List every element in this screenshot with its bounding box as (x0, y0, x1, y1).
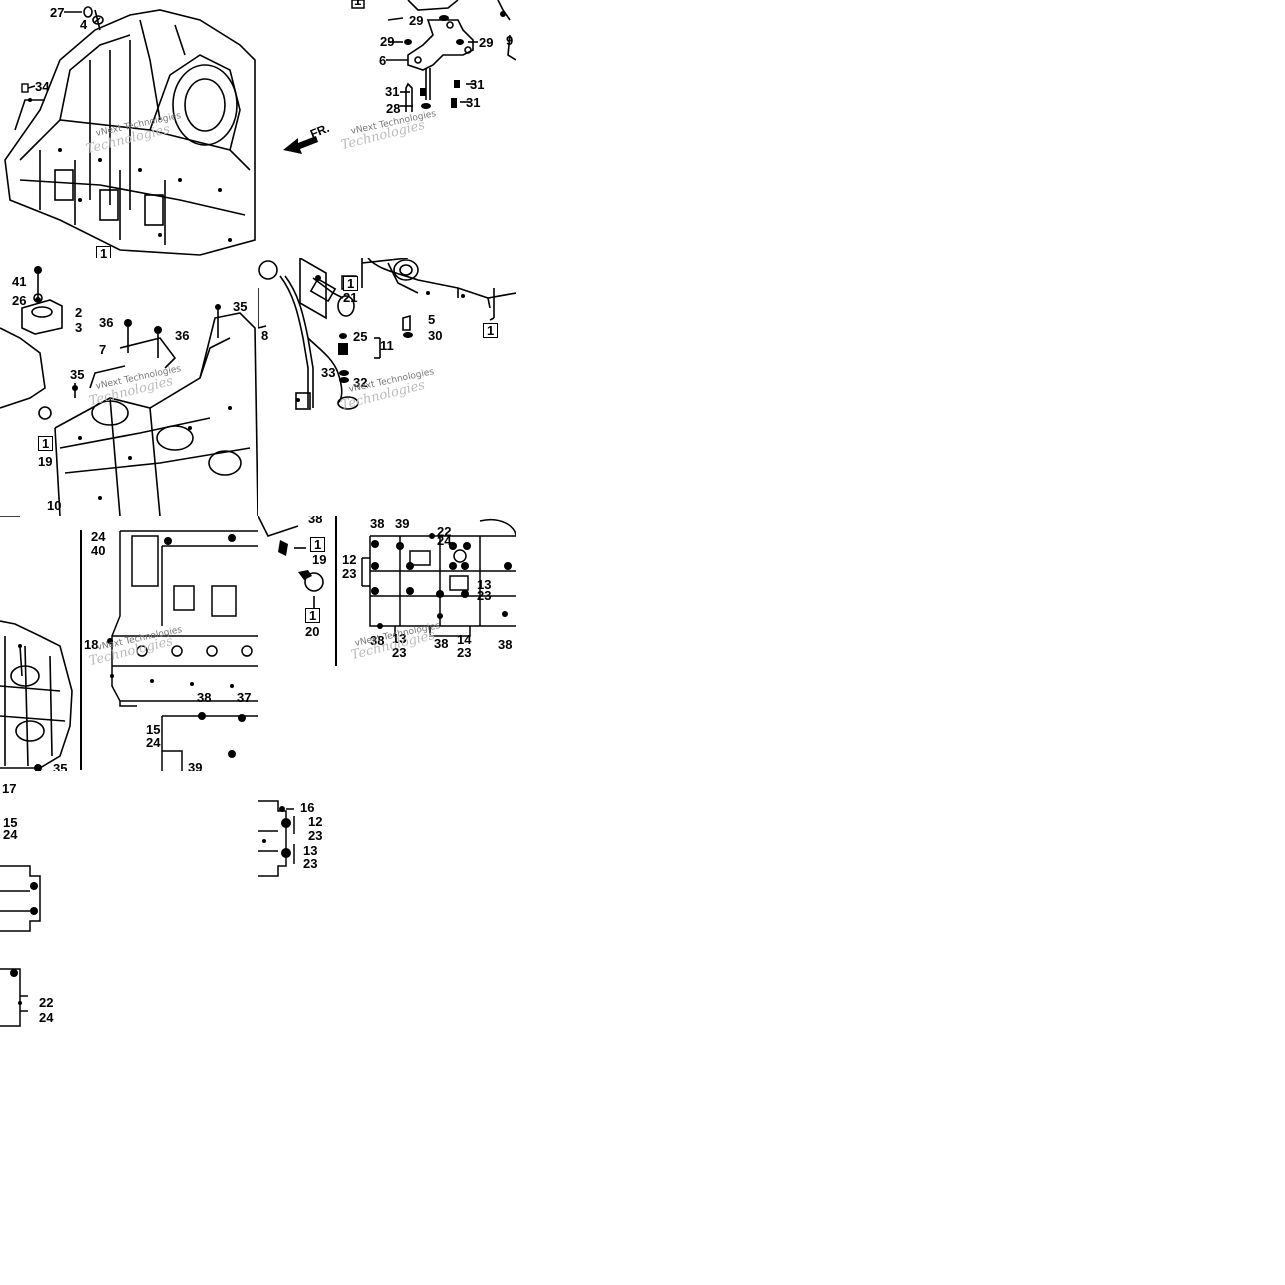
callout-17: 17 (2, 781, 17, 796)
bolt-layout-b-drawing (361, 519, 516, 637)
callout-23: 23 (303, 856, 318, 871)
callout-15: 15 (3, 815, 18, 830)
callout-6: 6 (379, 53, 387, 68)
callout-1-boxed: 1 (96, 246, 112, 258)
callout-23: 23 (308, 828, 323, 843)
callout-5: 5 (428, 312, 436, 327)
oil-switch-drawing (258, 258, 516, 410)
case-fragment-drawing (0, 516, 73, 771)
callout-13: 13 (477, 577, 492, 592)
callout-23: 23 (392, 645, 407, 660)
callout-31: 31 (466, 95, 481, 110)
bolt-layout-a-drawing (107, 530, 258, 771)
callout-31: 31 (470, 77, 485, 92)
callout-38: 38 (370, 633, 385, 648)
callout-8: 8 (261, 328, 269, 343)
diagram-tile-bottom-fragment: 17 15 24 22 24 (0, 771, 80, 1031)
upper-crankcase-drawing (4, 6, 256, 256)
callout-1-boxed: 1 (305, 608, 321, 623)
callout-29: 29 (380, 34, 395, 49)
callout-15: 15 (146, 722, 161, 737)
callout-32: 32 (353, 375, 368, 390)
callout-18: 18 (84, 637, 99, 652)
callout-35: 35 (53, 761, 68, 771)
diagram-tile-lower-crankcase: 41 26 2 3 36 36 7 35 35 1 19 10 vNext Te… (0, 258, 258, 516)
callout-40: 40 (91, 543, 106, 558)
callout-38: 38 (434, 636, 449, 651)
callout-10: 10 (47, 498, 62, 513)
callout-1-boxed: 1 (38, 436, 54, 451)
lower-crankcase-drawing (0, 266, 258, 516)
callout-19: 19 (312, 552, 327, 567)
callout-27: 27 (50, 5, 65, 20)
callout-9: 9 (506, 33, 514, 48)
callout-38: 38 (498, 637, 513, 652)
callout-12: 12 (342, 552, 357, 567)
callout-24: 24 (3, 827, 18, 842)
callout-36: 36 (175, 328, 190, 343)
callout-4: 4 (80, 17, 88, 32)
frame-divider (80, 530, 82, 770)
drain-bolts-drawing (258, 516, 337, 666)
callout-35: 35 (233, 299, 248, 314)
callout-24: 24 (437, 533, 452, 548)
diagram-tile-bolt-layout-a: 24 40 18 38 37 15 24 39 vNext Technologi… (82, 516, 258, 771)
callout-22: 22 (437, 524, 452, 539)
callout-36: 36 (99, 315, 114, 330)
diagram-tile-drain-bolts: 38 19 1 1 20 (258, 516, 338, 666)
callout-19: 19 (38, 454, 53, 469)
callout-13: 13 (392, 631, 407, 646)
diagram-tile-bracket: 1 29 29 29 6 31 31 28 31 9 FR. vNext Tec… (258, 0, 516, 258)
callout-30: 30 (428, 328, 443, 343)
callout-37: 37 (237, 690, 252, 705)
callout-28: 28 (386, 101, 401, 116)
bracket-drawing (283, 0, 516, 154)
callout-22: 22 (39, 995, 54, 1010)
callout-7: 7 (99, 342, 107, 357)
diagram-tile-case-fragment: 35 (0, 516, 80, 771)
diagram-tile-upper-crankcase: 27 4 34 1 vNext Technologies Technologie… (0, 0, 258, 258)
callout-1-boxed: 1 (343, 276, 359, 291)
callout-14: 14 (457, 632, 472, 647)
callout-38: 38 (308, 516, 323, 526)
callout-31: 31 (385, 84, 400, 99)
callout-23: 23 (342, 566, 357, 581)
callout-33: 33 (321, 365, 336, 380)
callout-24: 24 (91, 529, 106, 544)
callout-41: 41 (12, 274, 27, 289)
callout-20: 20 (305, 624, 320, 639)
callout-23: 23 (477, 588, 492, 603)
callout-13: 13 (303, 843, 318, 858)
callout-11: 11 (380, 338, 394, 353)
callout-39: 39 (188, 760, 203, 771)
callout-1-boxed: 1 (310, 537, 326, 552)
callout-24: 24 (39, 1010, 54, 1025)
diagram-tile-bottom-bolts: 16 12 23 13 23 (258, 771, 338, 891)
callout-29: 29 (479, 35, 494, 50)
callout-25: 25 (353, 329, 368, 344)
diagram-tile-oil-switch: 1 21 8 25 11 5 30 33 32 1 vNext Technolo… (258, 258, 516, 516)
diagram-tile-bolt-layout-b: 38 39 22 24 12 23 13 23 38 13 23 38 14 2… (340, 516, 516, 666)
bottom-bolts-drawing (258, 800, 295, 877)
callout-1-boxed: 1 (354, 0, 362, 8)
callout-23: 23 (457, 645, 472, 660)
callout-38: 38 (197, 690, 212, 705)
callout-26: 26 (12, 293, 27, 308)
callout-1-boxed: 1 (483, 323, 499, 338)
callout-24: 24 (146, 735, 161, 750)
callout-3: 3 (75, 320, 83, 335)
callout-34: 34 (35, 79, 50, 94)
callout-35: 35 (70, 367, 85, 382)
callout-16: 16 (300, 800, 315, 815)
callout-29: 29 (409, 13, 424, 28)
callout-39: 39 (395, 516, 410, 531)
bottom-fragment-drawing (0, 865, 41, 1027)
callout-2: 2 (75, 305, 83, 320)
callout-12: 12 (308, 814, 323, 829)
callout-38: 38 (370, 516, 385, 531)
callout-21: 21 (343, 290, 358, 305)
